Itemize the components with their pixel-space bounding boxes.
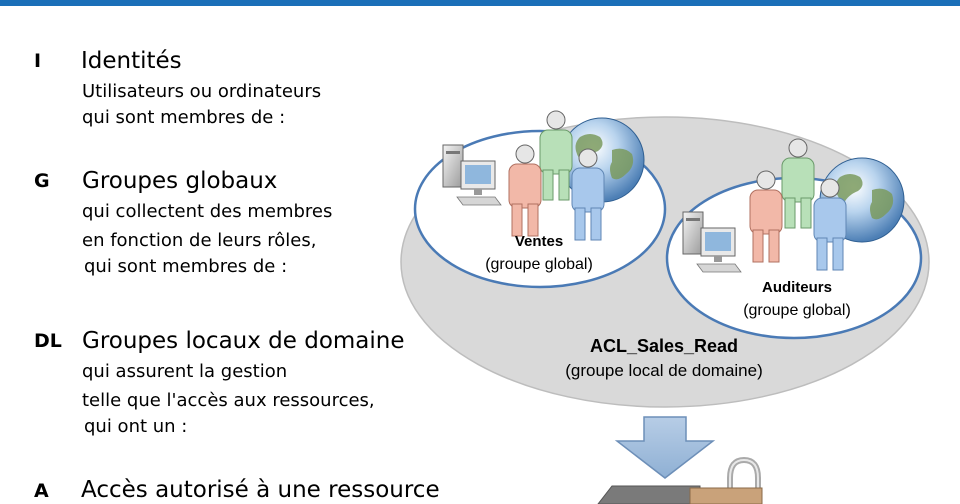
step-title: Groupes globaux xyxy=(82,168,278,194)
step-line: en fonction de leurs rôles, xyxy=(82,230,317,251)
globe-icon xyxy=(819,157,905,243)
user-icon-blue xyxy=(813,178,847,271)
global-group-2-type: (groupe global) xyxy=(743,302,851,319)
global-group-2-name: Auditeurs xyxy=(762,279,832,296)
step-line: qui assurent la gestion xyxy=(82,361,288,382)
user-icon-blue xyxy=(571,148,605,241)
global-group-1-name: Ventes xyxy=(515,233,563,250)
step-letter: DL xyxy=(34,330,62,352)
step-title: Groupes locaux de domaine xyxy=(82,328,405,354)
computer-icon xyxy=(442,144,502,206)
user-icon-red xyxy=(749,170,783,263)
step-line: qui collectent des membres xyxy=(82,201,333,222)
step-title: Identités xyxy=(81,48,182,74)
step-letter: A xyxy=(34,480,49,502)
step-line: telle que l'accès aux ressources, xyxy=(82,390,375,411)
domain-local-group-type: (groupe local de domaine) xyxy=(565,361,763,380)
down-arrow-icon xyxy=(614,416,716,479)
top-accent-bar xyxy=(0,0,960,6)
user-icon-green xyxy=(539,110,573,201)
step-letter: I xyxy=(34,50,42,72)
global-group-1-type: (groupe global) xyxy=(485,256,593,273)
resource-lock-icon xyxy=(597,456,763,504)
domain-local-group-name: ACL_Sales_Read xyxy=(590,336,738,356)
step-line: qui ont un : xyxy=(84,416,188,437)
step-title: Accès autorisé à une ressource xyxy=(81,477,440,503)
computer-icon xyxy=(682,211,742,273)
step-line: qui sont membres de : xyxy=(82,107,286,128)
step-letter: G xyxy=(34,170,50,192)
step-line: Utilisateurs ou ordinateurs xyxy=(82,81,322,102)
user-icon-green xyxy=(781,138,815,229)
user-icon-red xyxy=(508,144,542,237)
step-line: qui sont membres de : xyxy=(84,256,288,277)
